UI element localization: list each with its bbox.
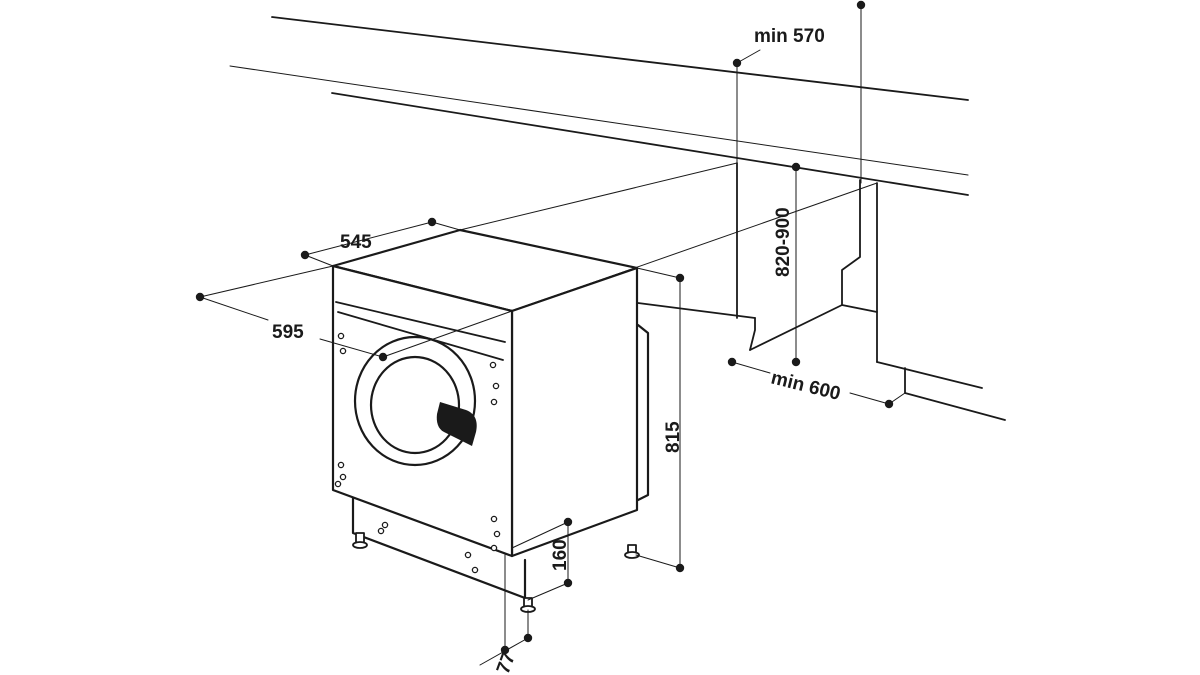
dimension-160: 160 xyxy=(511,517,573,601)
screw xyxy=(334,480,342,488)
washing-machine xyxy=(331,228,650,558)
dimension-min-600: min 600 xyxy=(727,357,906,409)
dimension-595: 595 xyxy=(195,182,878,362)
screw xyxy=(337,332,345,340)
machine-side xyxy=(510,266,639,558)
worktop xyxy=(229,16,969,363)
screw xyxy=(490,544,498,552)
cabinet-floor xyxy=(637,302,1006,421)
label-815: 815 xyxy=(663,421,684,453)
label-160: 160 xyxy=(550,539,571,571)
foot xyxy=(624,544,640,559)
plinth xyxy=(351,496,640,613)
dimension-min-570: min 570 xyxy=(732,0,866,184)
label-77: 77 xyxy=(493,650,520,675)
screw xyxy=(492,382,500,390)
screw xyxy=(339,347,347,355)
label-min-570: min 570 xyxy=(754,26,825,47)
screw xyxy=(490,515,498,523)
label-min-600: min 600 xyxy=(769,367,843,404)
label-595: 595 xyxy=(272,322,304,343)
screw xyxy=(337,461,345,469)
screw xyxy=(339,473,347,481)
label-545: 545 xyxy=(340,232,372,253)
screw xyxy=(490,398,498,406)
door-handle xyxy=(436,402,477,446)
dimension-545: 545 xyxy=(300,162,738,267)
label-820-900: 820-900 xyxy=(773,207,794,277)
screw xyxy=(489,361,497,369)
door-glass xyxy=(369,355,461,455)
foot xyxy=(352,532,368,549)
dimension-815: 815 xyxy=(635,267,685,573)
foot xyxy=(520,597,536,613)
screw xyxy=(493,530,501,538)
dimension-820-900: 820-900 xyxy=(773,162,801,367)
